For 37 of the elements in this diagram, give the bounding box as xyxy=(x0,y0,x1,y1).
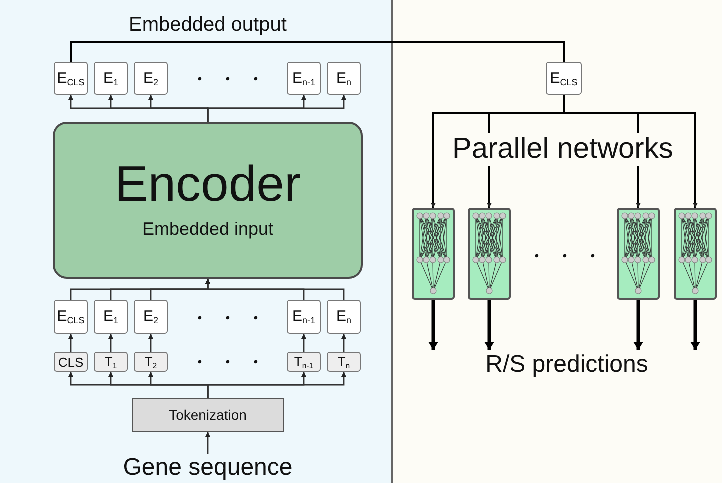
embedding-box: E$_{2}$ xyxy=(134,62,168,95)
embedding-box: E$_{1}$ xyxy=(94,62,128,95)
encoder-subtitle: Embedded input xyxy=(142,219,274,240)
token-box: T$_{n-1}$ xyxy=(287,352,321,372)
arrow xyxy=(206,432,210,454)
token-box: CLS xyxy=(54,352,88,372)
arrow xyxy=(634,300,644,350)
arrow xyxy=(690,300,700,350)
arrow xyxy=(428,300,438,350)
encoder-title: Encoder xyxy=(114,155,302,213)
arrow xyxy=(207,372,346,398)
token-box: T$_{n}$ xyxy=(327,352,361,372)
arrow xyxy=(563,95,698,208)
section-title: Embedded output xyxy=(128,14,288,37)
embedding-box: E$_{1}$ xyxy=(94,300,128,334)
arrow xyxy=(148,334,154,352)
arrow xyxy=(207,95,346,122)
token-box: T$_{1}$ xyxy=(94,352,128,372)
arrow xyxy=(108,334,114,352)
arrow xyxy=(342,334,346,352)
arrow xyxy=(302,334,306,352)
arrow xyxy=(68,334,74,352)
encoder-box xyxy=(53,122,363,279)
token-box: T$_{2}$ xyxy=(134,352,168,372)
embedding-box: E$_{n-1}$ xyxy=(287,62,321,95)
arrow xyxy=(206,279,345,300)
input-label: R/S predictions xyxy=(477,350,657,380)
embedding-box: E$_{n}$ xyxy=(327,300,361,334)
process-box: Tokenization xyxy=(132,398,284,432)
embedding-box: E$_{CLS}$ xyxy=(546,62,582,95)
embedding-box: E$_{2}$ xyxy=(134,300,168,334)
embedding-box: E$_{n-1}$ xyxy=(287,300,321,334)
input-label: Gene sequence xyxy=(118,454,298,482)
embedding-box: E$_{CLS}$ xyxy=(54,62,88,95)
embedding-box: E$_{n}$ xyxy=(327,62,361,95)
arrow xyxy=(484,300,494,350)
embedding-box: E$_{CLS}$ xyxy=(54,300,88,334)
